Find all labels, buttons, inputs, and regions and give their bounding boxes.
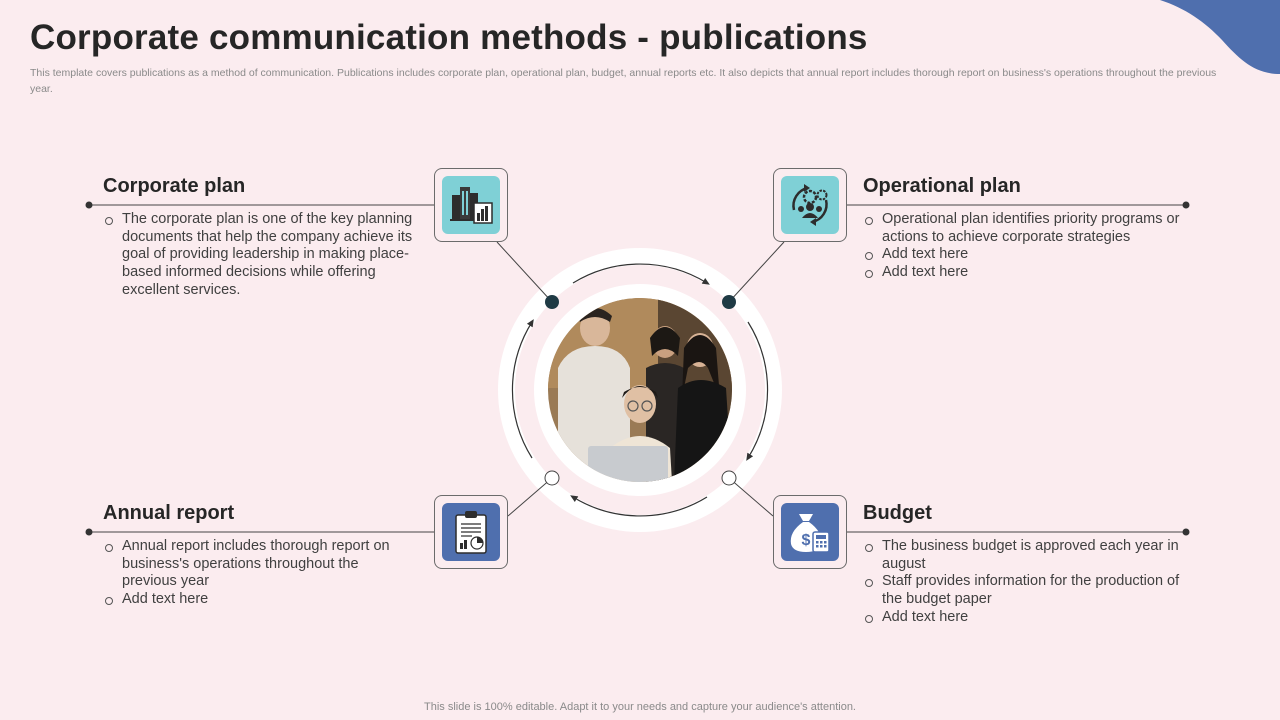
svg-text:$: $ bbox=[802, 532, 811, 549]
budget-icon-box: $ bbox=[773, 495, 847, 569]
arrow-bottom bbox=[570, 495, 708, 517]
budget-bullets: The business budget is approved each yea… bbox=[864, 538, 1184, 627]
team-photo bbox=[548, 298, 732, 482]
node-annual-report bbox=[544, 470, 560, 486]
operational-plan-bullets: Operational plan identifies priority pro… bbox=[864, 211, 1184, 282]
list-item: The corporate plan is one of the key pla… bbox=[104, 211, 424, 300]
footer-note: This slide is 100% editable. Adapt it to… bbox=[424, 701, 856, 713]
operational-plan-title: Operational plan bbox=[863, 175, 1021, 197]
list-item: Operational plan identifies priority pro… bbox=[864, 211, 1184, 246]
annual-report-bullets: Annual report includes thorough report o… bbox=[104, 538, 409, 609]
page-description: This template covers publications as a m… bbox=[30, 67, 1217, 95]
rule-dot-annual-report bbox=[85, 528, 93, 536]
rule-dot-operational-plan bbox=[1182, 201, 1190, 209]
annual-report-icon-box bbox=[434, 495, 508, 569]
list-item: Add text here bbox=[864, 264, 1184, 282]
page-title: Corporate communication methods - public… bbox=[30, 18, 868, 57]
list-item: Add text here bbox=[864, 246, 1184, 264]
rule-dot-corporate-plan bbox=[85, 201, 93, 209]
arrow-left bbox=[511, 319, 534, 459]
annual-report-title: Annual report bbox=[103, 502, 235, 524]
node-budget bbox=[721, 470, 737, 486]
rule-dot-budget bbox=[1182, 528, 1190, 536]
operational-plan-icon-box bbox=[773, 168, 847, 242]
gears-cycle-people-icon bbox=[781, 176, 839, 234]
corporate-plan-bullets: The corporate plan is one of the key pla… bbox=[104, 211, 424, 300]
list-item: The business budget is approved each yea… bbox=[864, 538, 1184, 573]
list-item: Add text here bbox=[104, 591, 409, 609]
buildings-chart-icon bbox=[442, 176, 500, 234]
money-bag-calculator-icon: $ bbox=[781, 503, 839, 561]
arrow-right bbox=[746, 321, 769, 461]
corner-decoration bbox=[1160, 0, 1280, 74]
connector-budget bbox=[728, 477, 774, 517]
clipboard-report-icon bbox=[442, 503, 500, 561]
node-corporate-plan bbox=[545, 295, 559, 309]
connector-operational-plan bbox=[728, 241, 785, 303]
list-item: Annual report includes thorough report o… bbox=[104, 538, 409, 591]
arrow-top bbox=[572, 263, 710, 285]
list-item: Add text here bbox=[864, 609, 1184, 627]
corporate-plan-icon-box bbox=[434, 168, 508, 242]
list-item: Staff provides information for the produ… bbox=[864, 573, 1184, 608]
corporate-plan-title: Corporate plan bbox=[103, 175, 246, 197]
connector-corporate-plan bbox=[496, 241, 553, 303]
connector-annual-report bbox=[507, 477, 553, 517]
budget-title: Budget bbox=[863, 502, 932, 524]
node-operational-plan bbox=[722, 295, 736, 309]
